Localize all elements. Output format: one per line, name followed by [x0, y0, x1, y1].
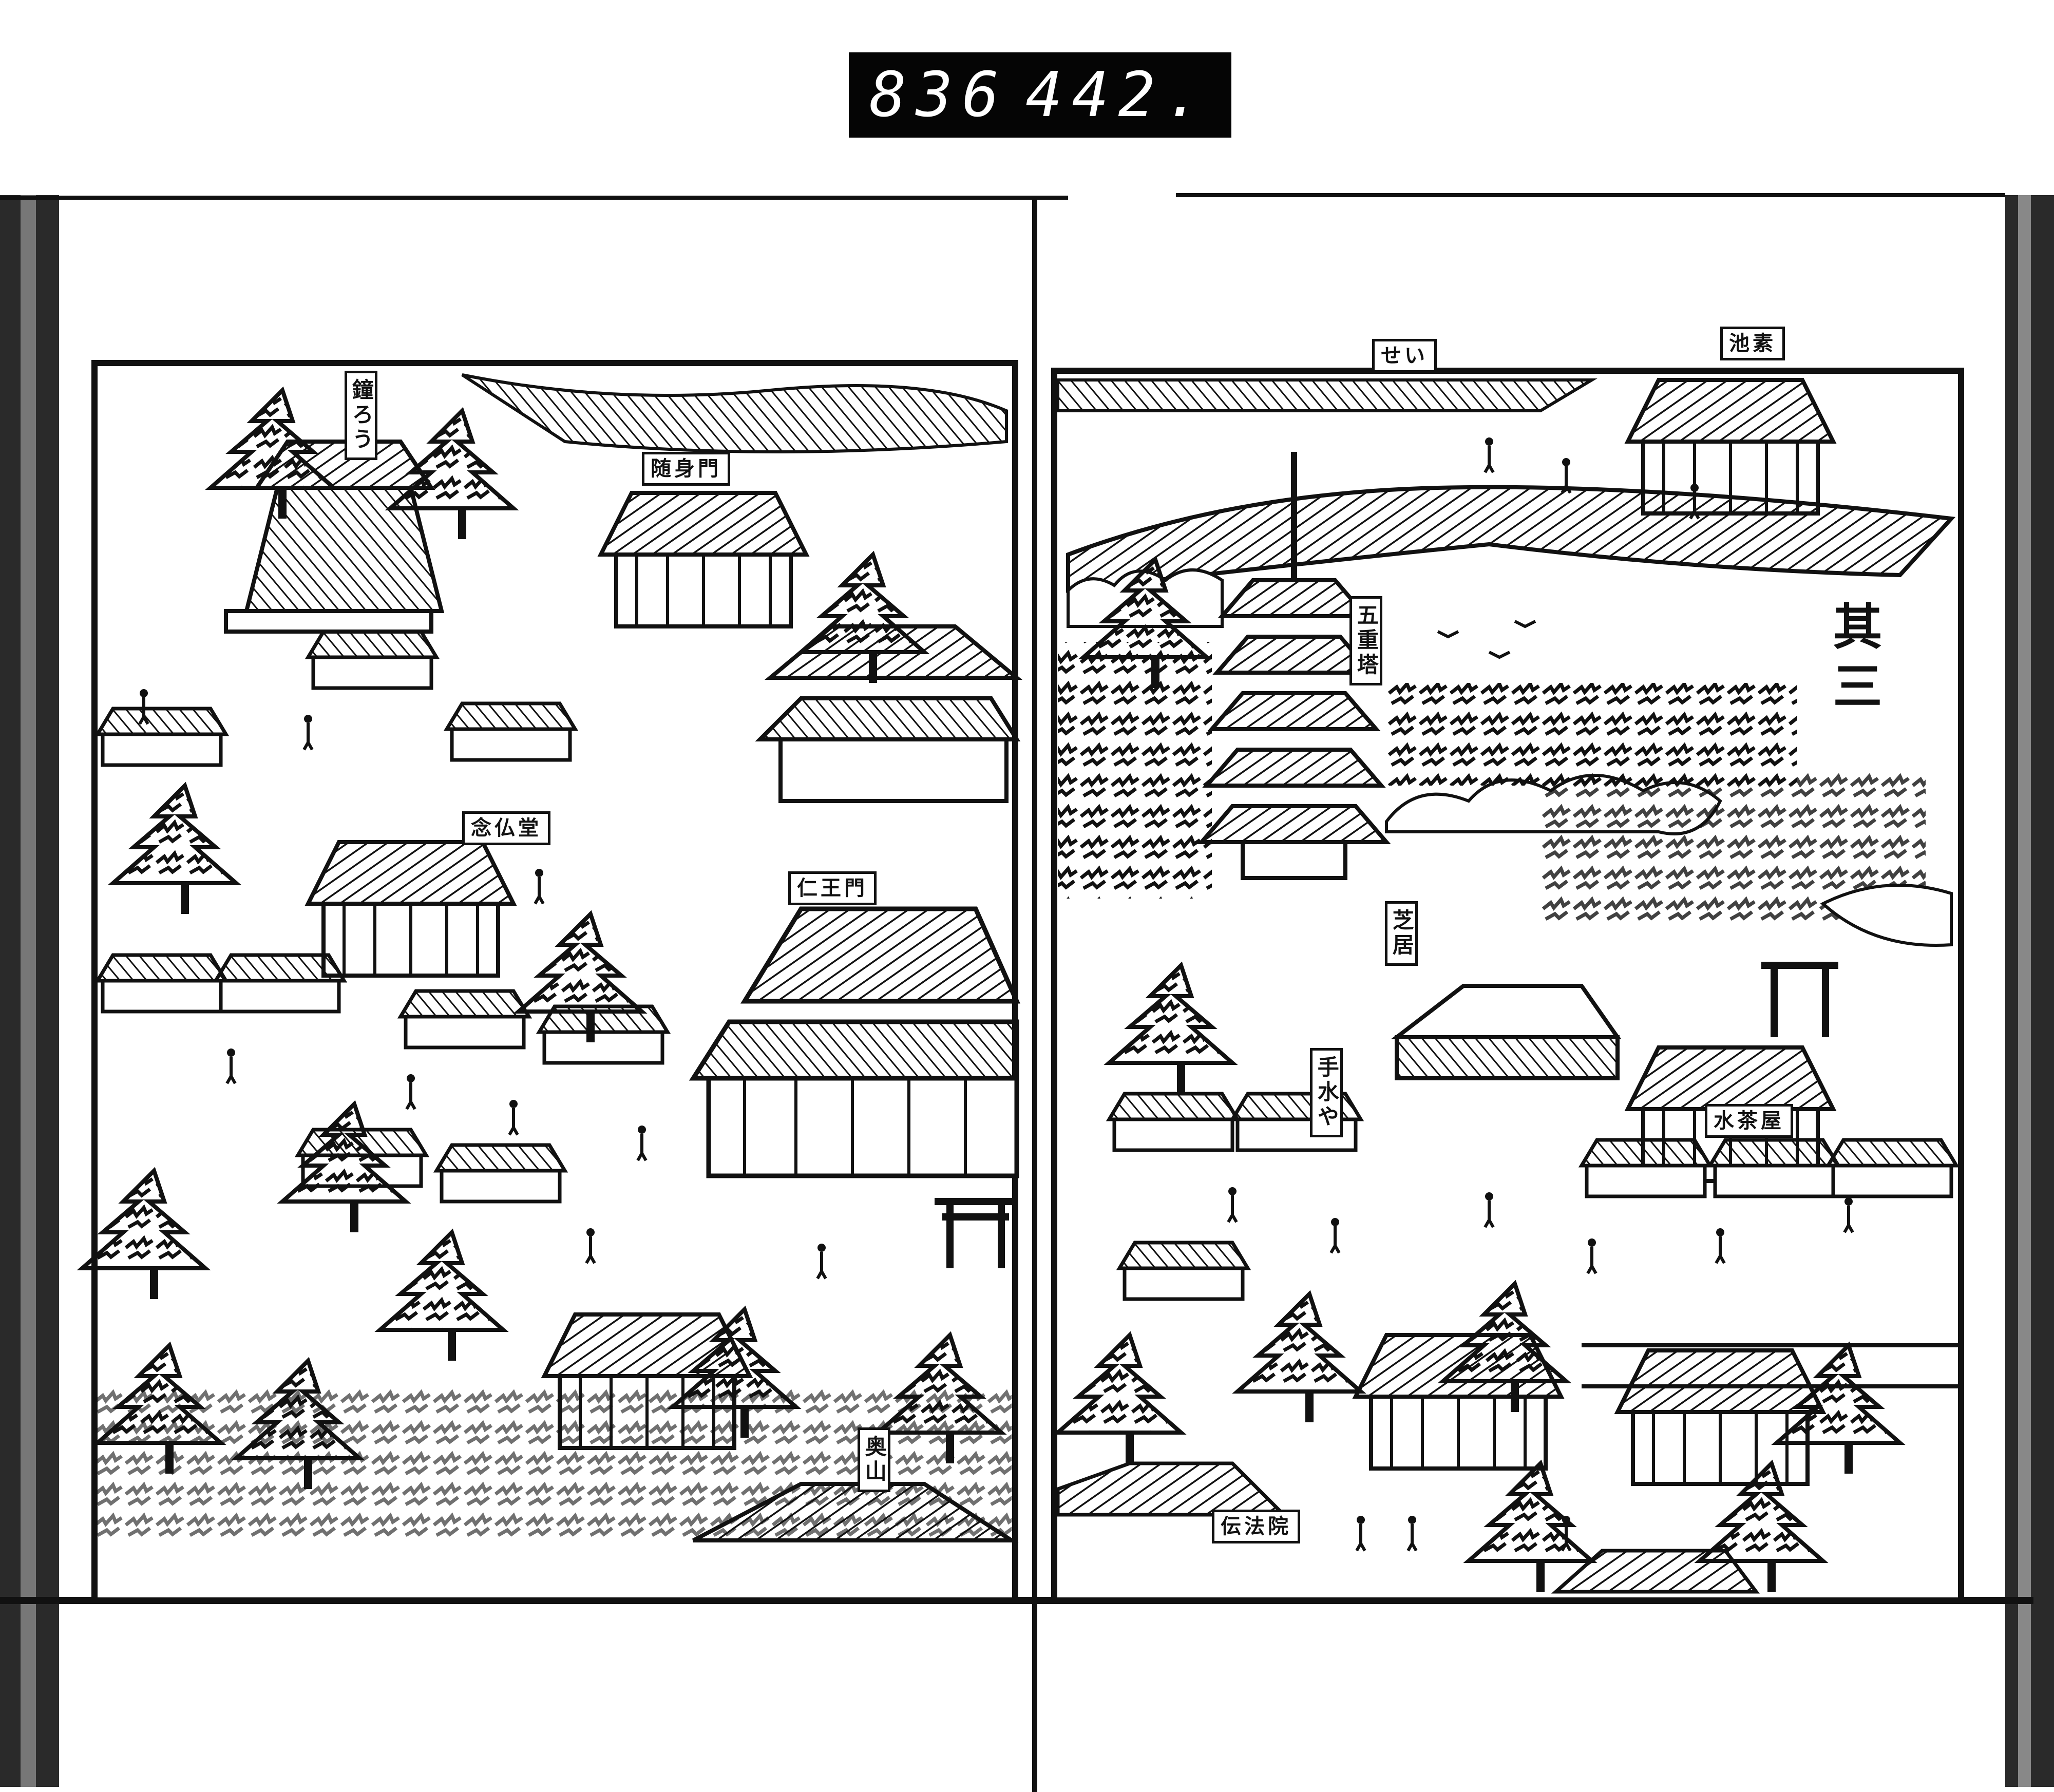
label-nio-gate: 仁王門 — [788, 871, 877, 905]
five-story-pagoda — [1197, 452, 1391, 880]
label-theatre: 芝居 — [1385, 901, 1418, 966]
label-bell-tower: 鐘ろう — [345, 371, 378, 460]
label-pagoda: 五重塔 — [1349, 596, 1383, 685]
label-teahouse: 水茶屋 — [1705, 1104, 1793, 1138]
label-top-sign-right: 池素 — [1720, 327, 1785, 360]
label-nenbutsu-hall: 念仏堂 — [462, 811, 550, 845]
label-okuyama: 奥山 — [858, 1427, 891, 1492]
label-top-sign-left: せい — [1372, 339, 1437, 373]
section-title: 其三 — [1824, 601, 1882, 720]
label-water-basin: 手水や — [1310, 1048, 1343, 1137]
label-zuishin-gate: 随身門 — [642, 452, 730, 486]
left-scene — [82, 373, 1023, 1542]
right-scene — [1058, 380, 1961, 1592]
label-denpoin: 伝法院 — [1212, 1510, 1300, 1543]
catalog-number-label: 836 442. — [849, 52, 1231, 138]
catalog-number-right: 442. — [1025, 59, 1211, 131]
catalog-number-left: 836 — [869, 59, 1009, 131]
